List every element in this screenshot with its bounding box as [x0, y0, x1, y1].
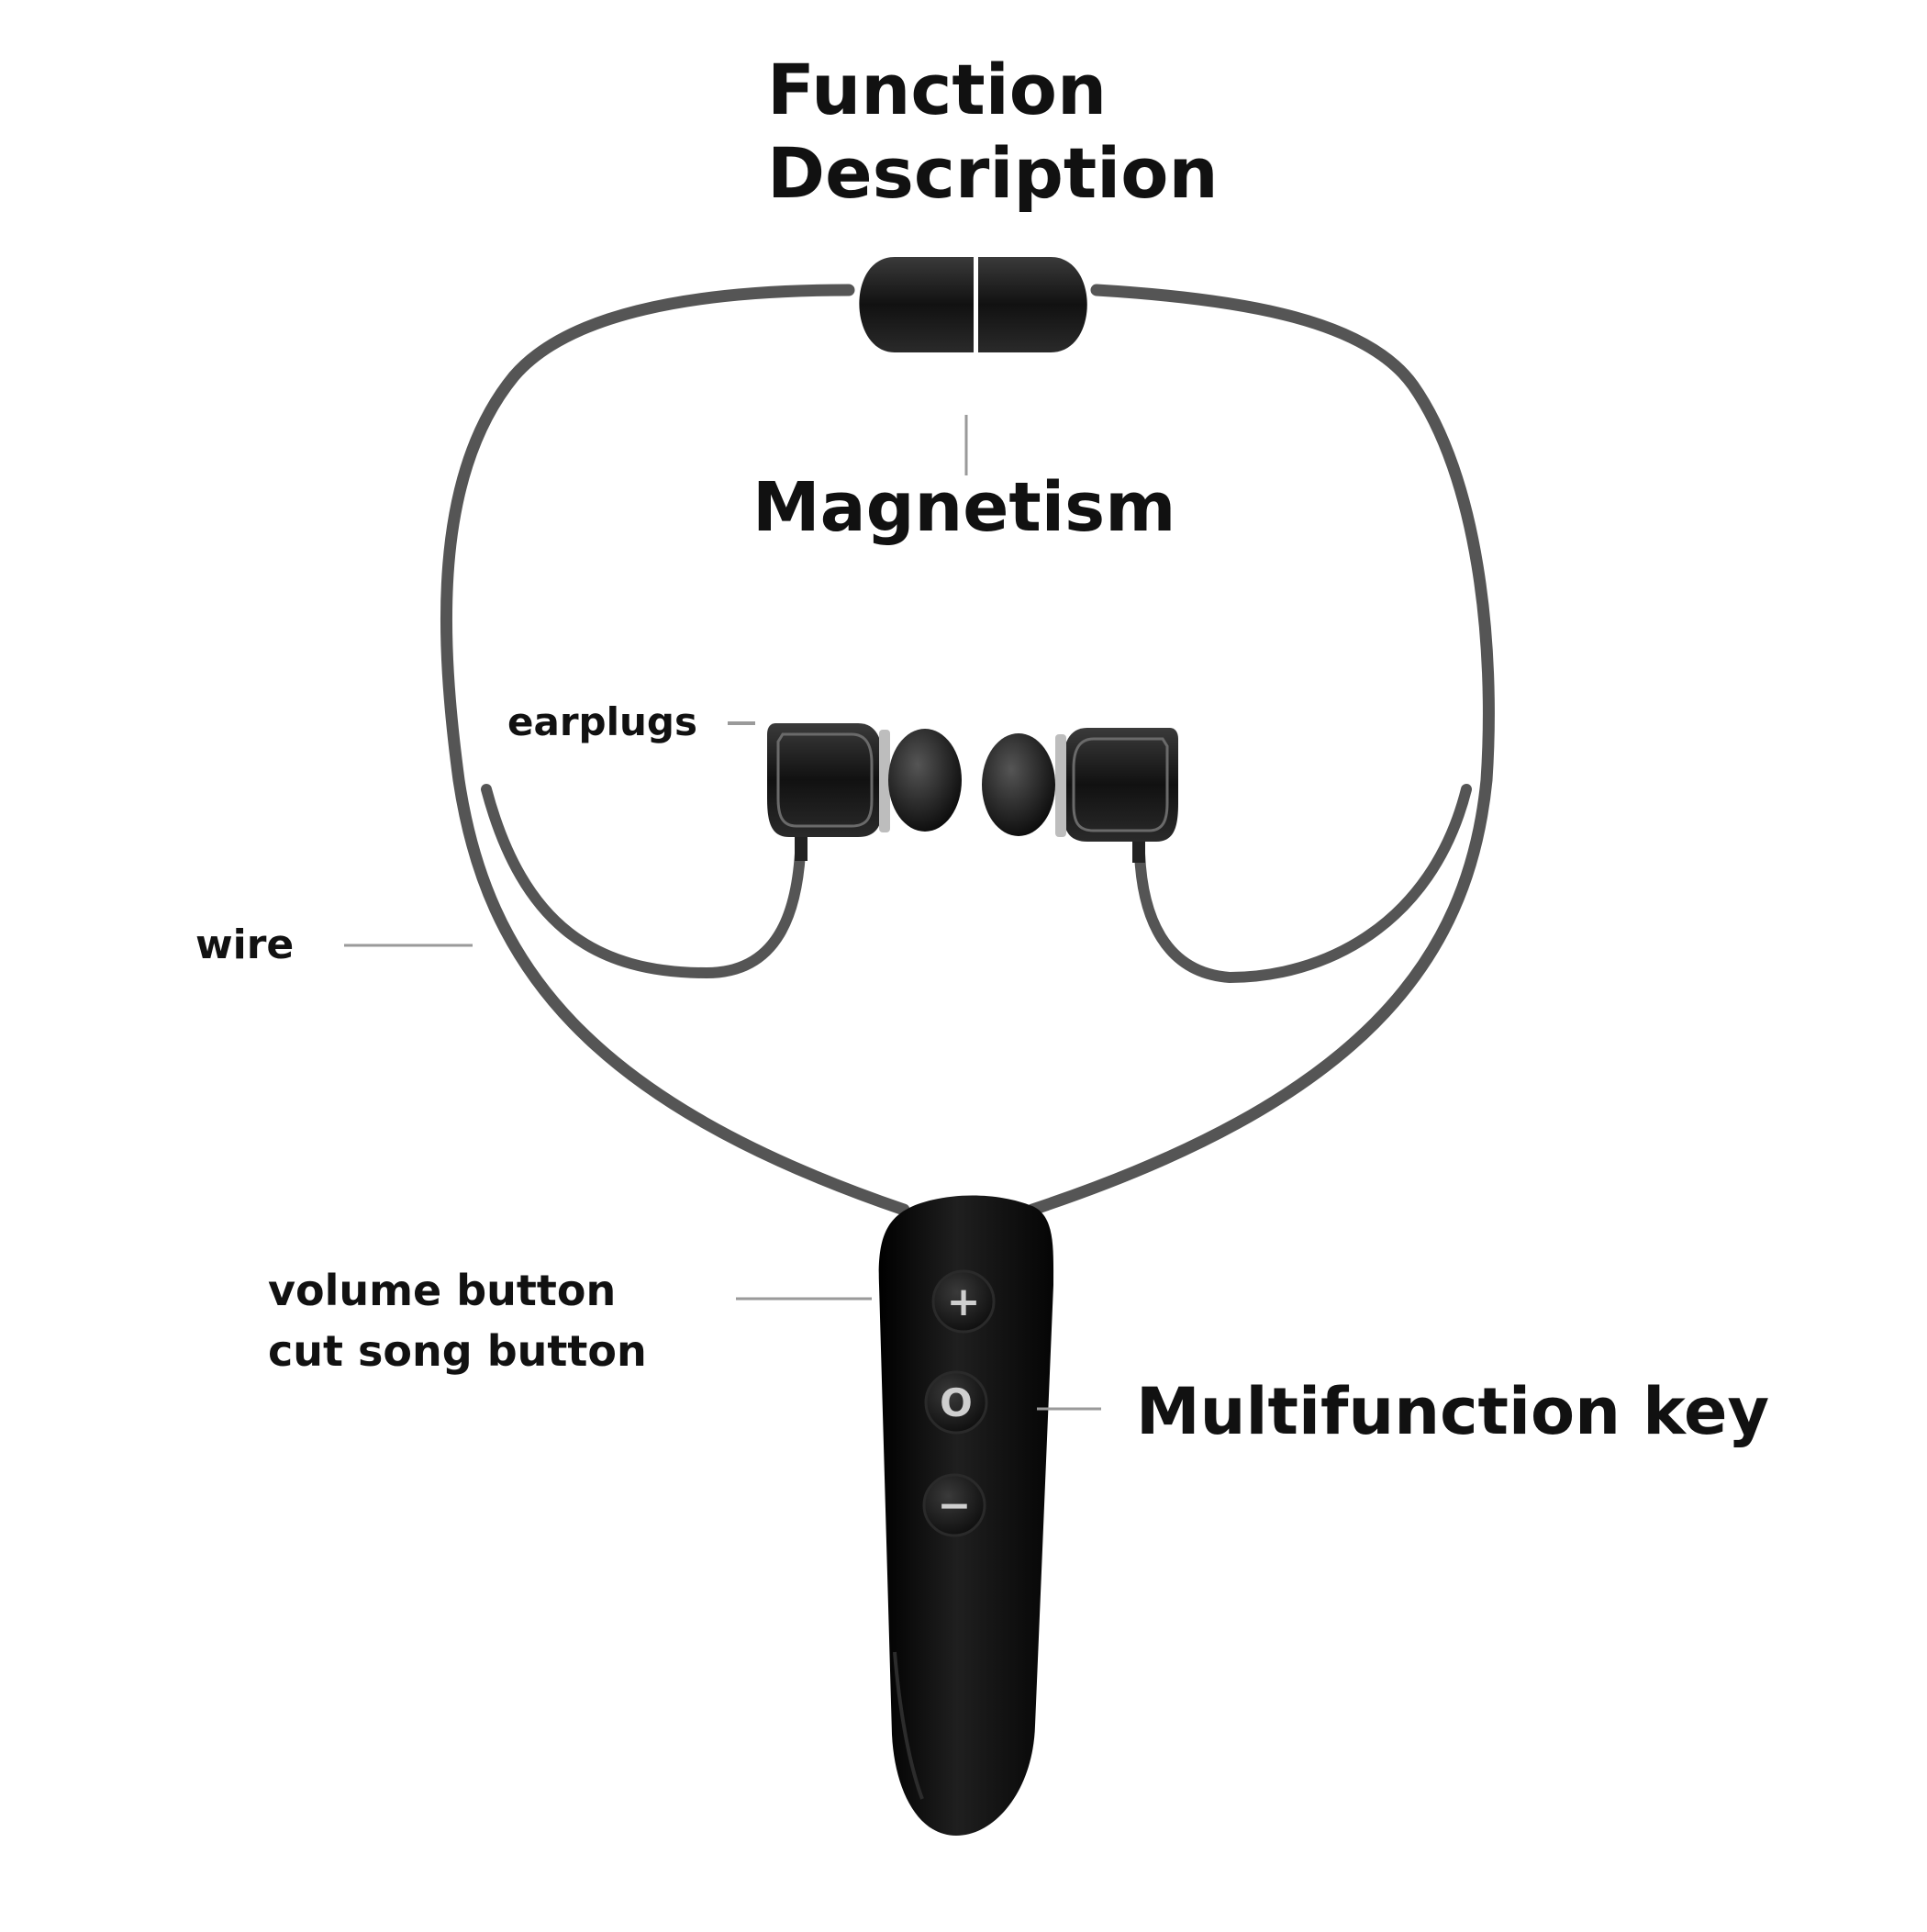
earbud-left: [767, 723, 962, 861]
plus-icon: +: [947, 1279, 981, 1325]
circle-icon: O: [940, 1380, 973, 1425]
volume-button-label: volume button: [268, 1266, 617, 1315]
neckband-cable-right: [1026, 284, 1495, 1216]
volume-up-button[interactable]: +: [931, 1269, 996, 1334]
earbud-wire-left: [481, 784, 806, 979]
minus-icon: −: [938, 1482, 972, 1529]
earbud-wire-right: [1134, 784, 1472, 984]
diagram-title: Function Description: [767, 48, 1219, 215]
title-line-2: Description: [767, 132, 1219, 214]
cut-song-button-label: cut song button: [268, 1326, 647, 1376]
volume-down-button[interactable]: −: [922, 1473, 986, 1537]
magnetic-clasp: [859, 252, 1087, 358]
earplugs-label: earplugs: [507, 699, 697, 744]
multifunction-button[interactable]: O: [924, 1370, 988, 1435]
multifunction-key-label: Multifunction key: [1136, 1374, 1770, 1449]
magnetism-label: Magnetism: [752, 468, 1176, 547]
title-line-1: Function: [767, 49, 1108, 130]
earbud-right: [982, 728, 1178, 863]
wire-label: wire: [195, 921, 295, 968]
neckband-cable-left: [440, 284, 910, 1216]
button-labels: volume button cut song button: [268, 1260, 647, 1381]
